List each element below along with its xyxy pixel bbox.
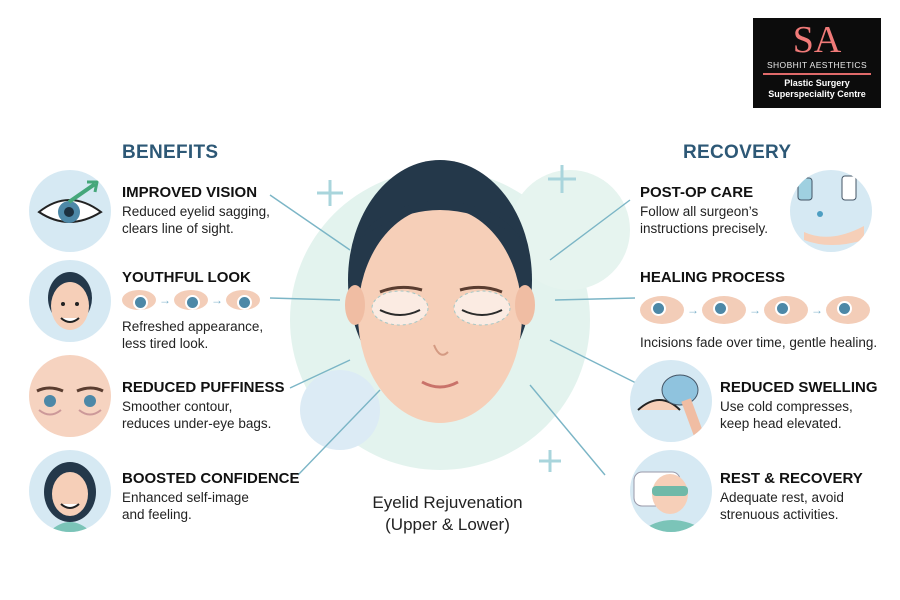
benefit-desc-2: Refreshed appearance,less tired look. — [122, 319, 264, 351]
cold-compress-icon — [630, 360, 712, 442]
eye-after-icon — [226, 290, 260, 310]
puffy-eyes-icon — [29, 355, 111, 437]
face-illustration — [269, 160, 641, 476]
arrow-icon: → — [687, 303, 699, 317]
eye-lift-icon — [29, 170, 111, 252]
healing-stage-3-icon — [764, 296, 808, 324]
benefit-desc-3: Smoother contour,reduces under-eye bags. — [122, 399, 272, 431]
arrow-icon: → — [749, 303, 761, 317]
young-face-icon — [29, 260, 111, 342]
recovery-heading: RECOVERY — [683, 142, 792, 163]
benefit-title-2: YOUTHFUL LOOK — [122, 269, 251, 286]
benefit-title-1: IMPROVED VISION — [122, 184, 258, 201]
eye-mid-icon — [174, 290, 208, 310]
arrow-icon: → — [159, 293, 171, 307]
smiling-woman-icon — [29, 450, 111, 532]
arrow-icon: → — [211, 293, 223, 307]
logo-divider — [763, 73, 871, 75]
recovery-title-3: REDUCED SWELLING — [720, 379, 878, 396]
benefit-desc-1: Reduced eyelid sagging,clears line of si… — [122, 204, 270, 236]
recovery-title-1: POST-OP CARE — [640, 184, 754, 201]
center-caption: Eyelid Rejuvenation (Upper & Lower) — [340, 492, 555, 536]
healing-progression-row: → → → — [640, 296, 870, 324]
healing-stage-1-icon — [640, 296, 684, 324]
arrow-icon: → — [811, 303, 823, 317]
logo-brand: SHOBHIT AESTHETICS — [766, 60, 868, 70]
benefits-heading: BENEFITS — [122, 142, 219, 163]
face — [358, 207, 522, 423]
caption-line2: (Upper & Lower) — [385, 515, 510, 534]
benefit-title-4: BOOSTED CONFIDENCE — [122, 470, 300, 487]
caption-line1: Eyelid Rejuvenation — [372, 493, 523, 512]
eye-drops-icon — [790, 170, 872, 252]
sleep-mask-icon — [630, 450, 712, 532]
recovery-desc-3: Use cold compresses,keep head elevated. — [720, 399, 853, 431]
benefit-title-3: REDUCED PUFFINESS — [122, 379, 285, 396]
logo-line2: Superspeciality Centre — [768, 89, 866, 99]
eye-before-icon — [122, 290, 156, 310]
clinic-logo: SA SHOBHIT AESTHETICS Plastic Surgery Su… — [753, 18, 881, 108]
recovery-desc-2: Incisions fade over time, gentle healing… — [640, 335, 878, 350]
healing-stage-4-icon — [826, 296, 870, 324]
logo-monogram: SA — [792, 19, 842, 61]
logo-line1: Plastic Surgery — [784, 78, 850, 88]
eye-progression-row: →→ — [122, 290, 260, 310]
healing-stage-2-icon — [702, 296, 746, 324]
connector-lines — [269, 194, 641, 476]
recovery-title-4: REST & RECOVERY — [720, 470, 863, 487]
plus-icons — [317, 165, 576, 472]
recovery-title-2: HEALING PROCESS — [640, 269, 786, 286]
